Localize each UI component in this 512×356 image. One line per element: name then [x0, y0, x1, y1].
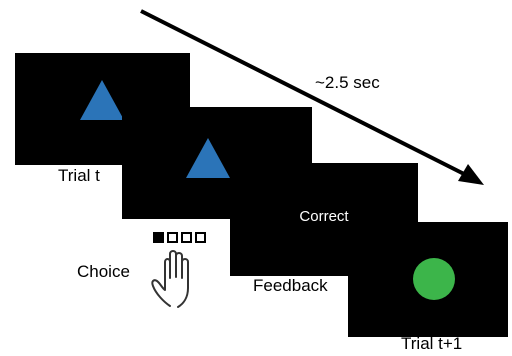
trial-t-label: Trial t [58, 166, 100, 185]
duration-label: ~2.5 sec [315, 73, 380, 92]
hand-icon [151, 250, 189, 308]
green-circle-stimulus [413, 258, 455, 300]
trial-t-plus-1-label: Trial t+1 [401, 334, 463, 353]
response-box [195, 232, 206, 243]
response-box-selected [153, 232, 164, 243]
choice-label: Choice [77, 262, 130, 281]
response-key-indicators [153, 232, 206, 243]
blue-triangle-stimulus [80, 80, 124, 120]
feedback-correct-text: Correct [299, 208, 349, 225]
feedback-label: Feedback [253, 276, 328, 295]
blue-triangle-stimulus [186, 138, 230, 178]
response-box [181, 232, 192, 243]
response-box [167, 232, 178, 243]
